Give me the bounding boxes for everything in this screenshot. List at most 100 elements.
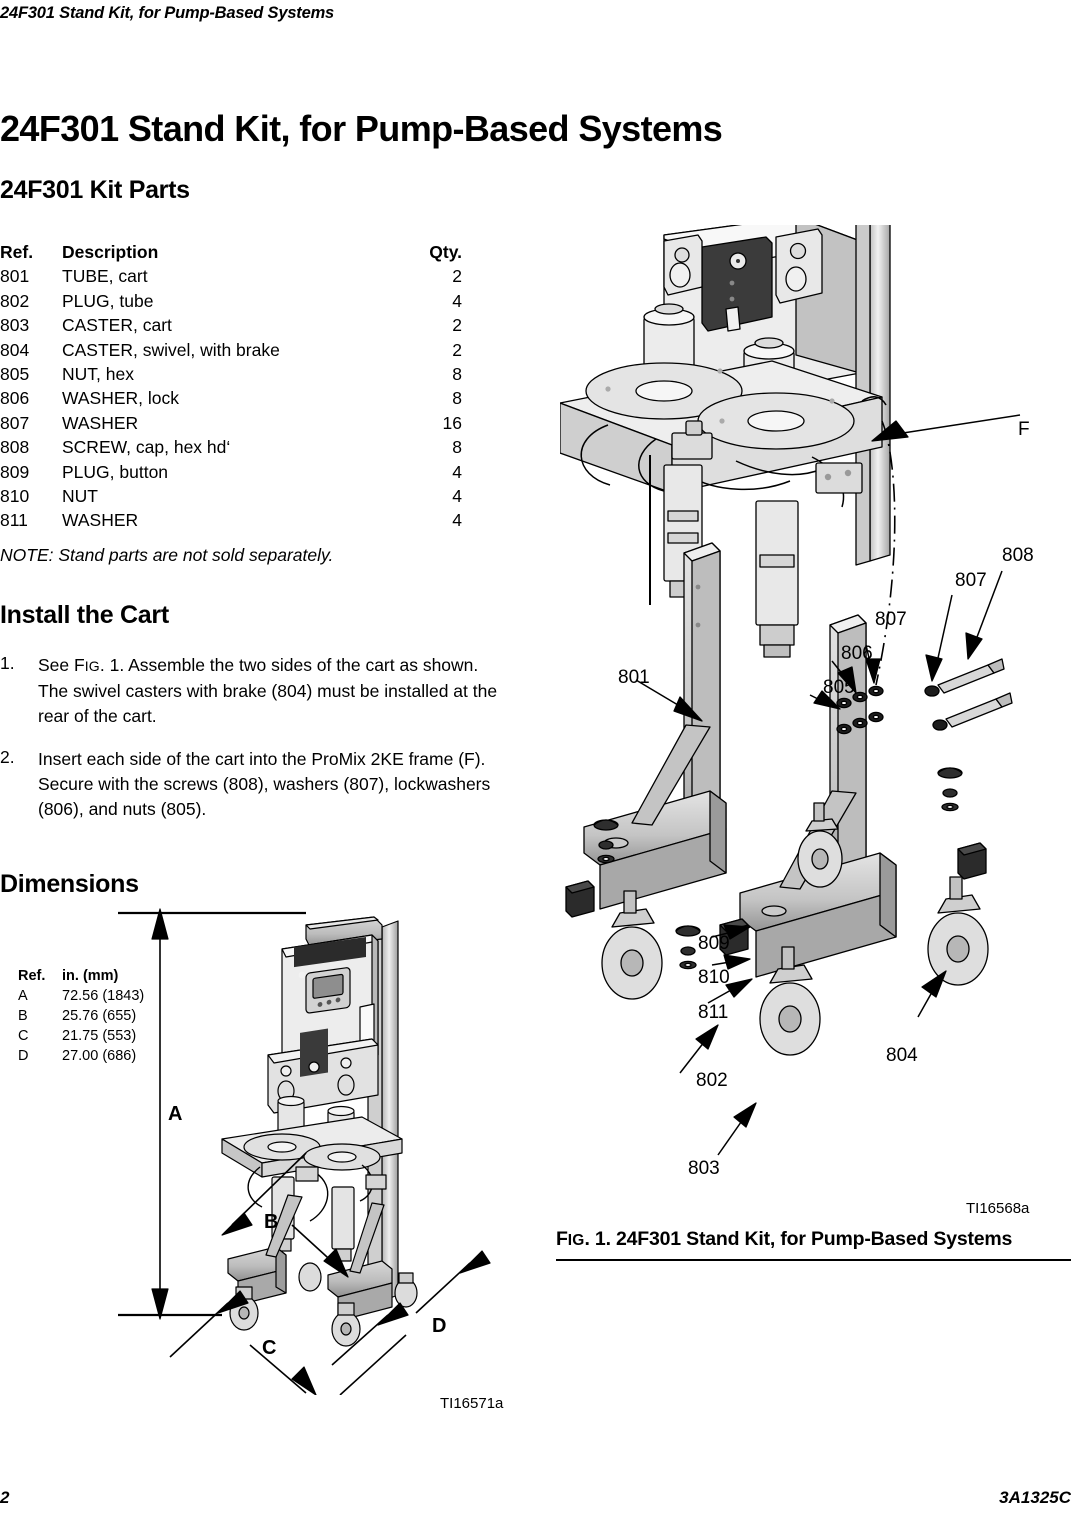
part-qty: 4 bbox=[452, 461, 462, 482]
table-row: A 72.56 (1843) bbox=[18, 986, 182, 1006]
callout-803: 803 bbox=[688, 1158, 720, 1179]
table-row: 803 CASTER, cart 2 bbox=[0, 313, 462, 337]
step-number: 2. bbox=[0, 747, 15, 767]
dimension-illustration bbox=[118, 908, 491, 1395]
table-row: 804 CASTER, swivel, with brake 2 bbox=[0, 338, 462, 362]
table-row: 801 TUBE, cart 2 bbox=[0, 264, 462, 288]
table-row: C 21.75 (553) bbox=[18, 1026, 182, 1046]
step-text-part-b: . 1. Assemble the two sides of the cart … bbox=[38, 655, 498, 726]
part-ref: 808 bbox=[0, 437, 30, 458]
dimension-label-d: D bbox=[432, 1315, 447, 1337]
part-desc: WASHER bbox=[62, 510, 139, 531]
step-text: See FIG. 1. Assemble the two sides of th… bbox=[38, 653, 500, 729]
table-row: 807 WASHER 16 bbox=[0, 411, 462, 435]
part-desc: CASTER, cart bbox=[62, 315, 172, 336]
part-qty: 4 bbox=[452, 510, 462, 531]
part-ref: 803 bbox=[0, 315, 30, 336]
part-ref: 806 bbox=[0, 388, 30, 409]
dimensions-table: Ref. in. (mm) A 72.56 (1843) B 25.76 (65… bbox=[18, 966, 182, 1066]
table-row: 806 WASHER, lock 8 bbox=[0, 386, 462, 410]
figure-caption: FIG. 1. 24F301 Stand Kit, for Pump-Based… bbox=[556, 1228, 1012, 1251]
dimension-label-c: C bbox=[262, 1337, 277, 1359]
part-ref: 805 bbox=[0, 364, 30, 385]
part-ref: 801 bbox=[0, 266, 30, 287]
part-desc: SCREW, cap, hex hd‘ bbox=[62, 437, 231, 458]
part-qty: 16 bbox=[442, 412, 462, 433]
part-ref: 802 bbox=[0, 290, 30, 311]
step-number: 1. bbox=[0, 653, 15, 673]
callout-802: 802 bbox=[696, 1070, 728, 1091]
dim-value: 21.75 (553) bbox=[62, 1028, 137, 1044]
table-row: 805 NUT, hex 8 bbox=[0, 362, 462, 386]
part-desc: WASHER bbox=[62, 412, 139, 433]
dimension-figure-id: TI16571a bbox=[440, 1395, 504, 1412]
part-desc: PLUG, button bbox=[62, 461, 169, 482]
footer-page-number: 2 bbox=[0, 1488, 10, 1507]
dim-ref: B bbox=[18, 1008, 28, 1024]
step-text: Insert each side of the cart into the Pr… bbox=[38, 749, 491, 819]
part-qty: 2 bbox=[452, 339, 462, 360]
figure-caption-rule bbox=[556, 1259, 1071, 1261]
left-column: 24F301 Kit Parts Ref. Description Qty. 8… bbox=[0, 0, 520, 1516]
part-qty: 2 bbox=[452, 266, 462, 287]
callout-804: 804 bbox=[886, 1045, 918, 1066]
list-item: 1. See FIG. 1. Assemble the two sides of… bbox=[0, 653, 500, 729]
callout-f: F bbox=[1018, 419, 1030, 440]
main-exploded-illustration bbox=[560, 225, 1021, 1156]
parts-col-desc: Description bbox=[62, 242, 159, 262]
fig-caption-prefix-smallcaps: IG bbox=[567, 1232, 585, 1249]
list-item: 2. Insert each side of the cart into the… bbox=[0, 747, 500, 822]
part-qty: 4 bbox=[452, 290, 462, 311]
dim-value: 27.00 (686) bbox=[62, 1048, 137, 1064]
heading-install-the-cart: Install the Cart bbox=[0, 601, 169, 629]
main-figure-id: TI16568a bbox=[966, 1200, 1030, 1217]
parts-col-ref: Ref. bbox=[0, 242, 34, 262]
callout-809: 809 bbox=[698, 933, 730, 954]
part-desc: TUBE, cart bbox=[62, 266, 148, 287]
part-desc: CASTER, swivel, with brake bbox=[62, 339, 280, 360]
fig-abbrev-smallcaps: IG bbox=[84, 658, 100, 674]
table-row: 802 PLUG, tube 4 bbox=[0, 289, 462, 313]
dim-value: 72.56 (1843) bbox=[62, 988, 145, 1004]
part-ref: 811 bbox=[0, 510, 28, 531]
part-desc: NUT bbox=[62, 486, 98, 507]
callout-801: 801 bbox=[618, 667, 650, 688]
fig-caption-rest: . 1. 24F301 Stand Kit, for Pump-Based Sy… bbox=[584, 1228, 1013, 1250]
part-desc: WASHER, lock bbox=[62, 388, 180, 409]
dim-ref: A bbox=[18, 988, 28, 1004]
part-ref: 809 bbox=[0, 461, 30, 482]
callout-807-left: 807 bbox=[875, 609, 907, 630]
part-ref: 804 bbox=[0, 339, 30, 360]
footer-document-number: 3A1325C bbox=[999, 1488, 1071, 1507]
part-desc: PLUG, tube bbox=[62, 290, 154, 311]
callout-807-right: 807 bbox=[955, 570, 987, 591]
part-qty: 4 bbox=[452, 486, 462, 507]
part-ref: 810 bbox=[0, 486, 30, 507]
fig-caption-prefix: F bbox=[556, 1228, 568, 1250]
running-head: 24F301 Stand Kit, for Pump-Based Systems bbox=[0, 4, 335, 22]
callout-810: 810 bbox=[698, 967, 730, 988]
page-title: 24F301 Stand Kit, for Pump-Based Systems bbox=[0, 108, 723, 150]
parts-note: NOTE: Stand parts are not sold separatel… bbox=[0, 545, 334, 565]
dim-col-ref: Ref. bbox=[18, 968, 46, 984]
part-ref: 807 bbox=[0, 412, 30, 433]
table-row: 811 WASHER 4 bbox=[0, 508, 462, 532]
dimension-label-a: A bbox=[168, 1103, 183, 1125]
parts-table: Ref. Description Qty. 801 TUBE, cart 2 8… bbox=[0, 240, 462, 533]
right-column: FIG. 1. 24F301 Stand Kit, for Pump-Based… bbox=[540, 0, 1071, 1516]
dim-ref: C bbox=[18, 1028, 29, 1044]
table-row: B 25.76 (655) bbox=[18, 1006, 182, 1026]
install-steps: 1. See FIG. 1. Assemble the two sides of… bbox=[0, 653, 500, 840]
dimensions-header-row: Ref. in. (mm) bbox=[18, 966, 182, 986]
dim-value: 25.76 (655) bbox=[62, 1008, 137, 1024]
parts-col-qty: Qty. bbox=[429, 242, 462, 262]
step-text-part-a: See bbox=[38, 655, 74, 675]
parts-table-header-row: Ref. Description Qty. bbox=[0, 240, 462, 264]
part-qty: 2 bbox=[452, 315, 462, 336]
table-row: 810 NUT 4 bbox=[0, 484, 462, 508]
table-row: 808 SCREW, cap, hex hd‘ 8 bbox=[0, 435, 462, 459]
part-qty: 8 bbox=[452, 364, 462, 385]
heading-dimensions: Dimensions bbox=[0, 870, 139, 898]
dimension-label-b: B bbox=[264, 1211, 279, 1233]
part-qty: 8 bbox=[452, 437, 462, 458]
